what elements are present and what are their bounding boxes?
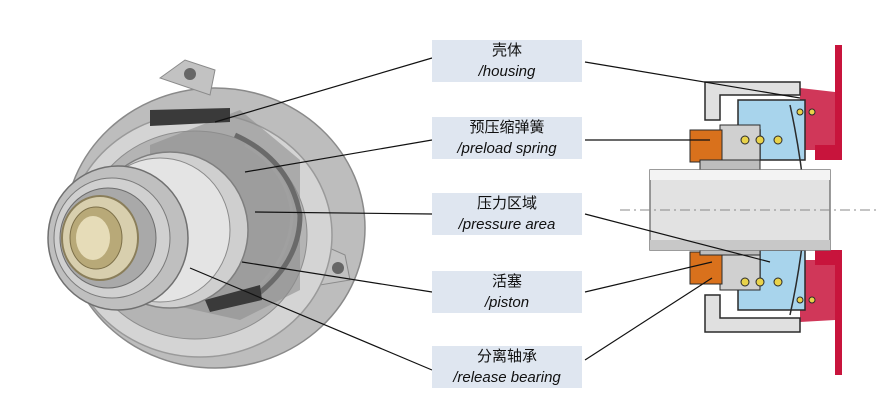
piston-label-en: /piston	[484, 294, 530, 311]
preload-spring-label-zh: 预压缩弹簧	[469, 118, 545, 136]
housing-label: 壳体 /housing	[432, 40, 582, 82]
release-bearing-label-zh: 分离轴承	[476, 347, 537, 365]
bearing-photo	[47, 59, 366, 369]
release-bearing-label: 分离轴承 /release bearing	[432, 346, 582, 388]
preload-spring-label-en: /preload spring	[457, 140, 557, 157]
preload-spring-label: 预压缩弹簧 /preload spring	[432, 117, 582, 159]
pressure-area-label-zh: 压力区域	[476, 194, 537, 212]
piston-label: 活塞 /piston	[432, 271, 582, 313]
piston-label-zh: 活塞	[491, 272, 522, 290]
release-bearing-label-en: /release bearing	[453, 369, 561, 386]
cross-section	[620, 45, 880, 375]
housing-label-zh: 壳体	[491, 41, 522, 59]
pressure-area-label-en: /pressure area	[458, 216, 556, 233]
pressure-area-label: 压力区域 /pressure area	[432, 193, 582, 235]
leader-lines	[189, 57, 801, 371]
housing-label-en: /housing	[478, 63, 536, 80]
